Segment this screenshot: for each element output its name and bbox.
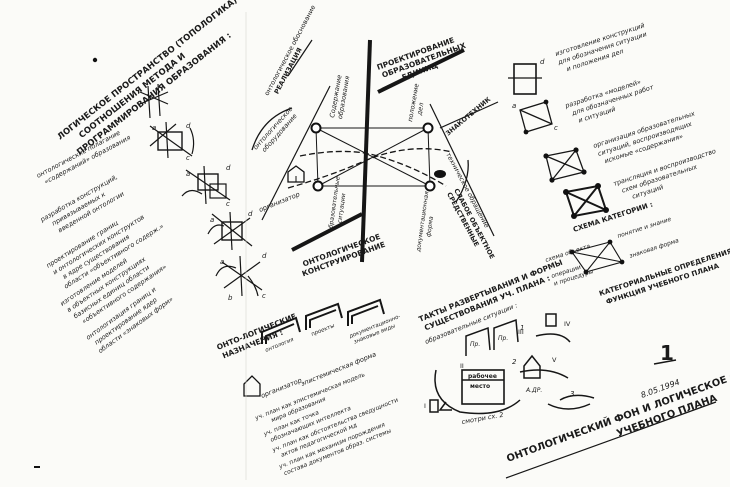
cat-node-c (619, 259, 625, 265)
right-node-3b (573, 147, 579, 153)
left-row-4-glyph (207, 211, 253, 251)
right-row-2: a c разработка «моделей» для обозначенны… (512, 78, 655, 135)
numeral-2: II (460, 362, 464, 370)
footer-title-block: 1 ОНТОЛОГИЧЕСКИЙ ФОН И ЛОГИЧЕСКОЕ СТРОЕН… (505, 341, 730, 479)
axis-thin-right-top (439, 101, 499, 129)
onto-organizer: организатор (260, 376, 303, 400)
label-c-4: c (262, 292, 266, 300)
axis-thin-top (287, 39, 313, 77)
sheet-mark-underline (653, 359, 677, 365)
dashed-wave (287, 148, 453, 189)
label-career-2: дел (415, 102, 425, 117)
right-node-4b (595, 183, 601, 189)
deploy-frames (429, 313, 595, 415)
label-c-2: c (226, 200, 230, 208)
node-situations (312, 180, 324, 192)
num-1: 1 (520, 324, 524, 332)
curve-right (455, 159, 469, 203)
right-node-4c (603, 207, 609, 213)
onto-logical-block: ОНТО-ЛОГИЧЕСКИЕ НАЗНАЧЕНИЯ : онтология п… (215, 298, 401, 477)
right-node-4a (563, 189, 569, 195)
label-a-4: a (220, 258, 224, 266)
right-node-4d (571, 213, 577, 219)
right-row-3-glyph (545, 149, 585, 181)
label-organizer: организатор (258, 190, 301, 214)
right-row-2-glyph (519, 101, 553, 133)
numeral-5: V (552, 356, 557, 364)
label-a-3: a (210, 216, 214, 224)
box-label-pr-2: Пр. (498, 335, 508, 342)
dashed-wave-2 (299, 150, 447, 187)
sheet-mark: 1 (660, 341, 674, 365)
node-career (422, 122, 434, 134)
numeral-3: III (518, 328, 524, 336)
label-ad: А.ДР. (525, 387, 542, 394)
node-doc (424, 180, 436, 192)
right-node-3c (581, 169, 587, 175)
left-panel-title: ЛОГИЧЕСКОЕ ПРОСТРАНСТВО (ТОПОЛОГИКА) СОО… (56, 0, 240, 158)
right-label-c-2: c (554, 124, 558, 132)
node-content (310, 122, 322, 134)
cat-node-b (607, 239, 613, 245)
label-d-1: d (186, 122, 191, 130)
label-b-4: b (228, 294, 233, 302)
left-row-2-glyph (149, 121, 195, 159)
axis-bottom-left (291, 212, 363, 252)
label-d-3: d (248, 210, 253, 218)
right-node-3a (543, 153, 549, 159)
label-c-1: c (186, 154, 190, 162)
right-node-2a (543, 99, 549, 105)
label-knowledge: ЗНАКОТЕХНИК (444, 95, 493, 138)
left-title-line-1: ЛОГИЧЕСКОЕ ПРОСТРАНСТВО (ТОПОЛОГИКА) (56, 0, 240, 142)
onto-box-2: проекты (311, 323, 337, 338)
label-d-4: d (262, 252, 267, 260)
edge-mark (34, 466, 40, 468)
axis-thin-left (261, 85, 331, 221)
right-label-d-1: d (540, 58, 545, 66)
work-place: рабочее (468, 373, 497, 380)
box-label-pr-1: Пр. (470, 341, 480, 348)
curve-left (251, 107, 293, 151)
axis-top-right (377, 48, 465, 94)
num-2: 2 (512, 358, 517, 366)
label-a-1: a (152, 124, 156, 132)
left-row-3-glyph (181, 165, 231, 205)
onto-notes: уч. план как эпистемическая модель мира … (253, 371, 399, 477)
deploy-title-2: СУЩЕСТВОВАНИЯ УЧ. ПЛАНА : (423, 274, 551, 333)
right-node-3d (549, 177, 555, 183)
center-diag-2 (317, 127, 429, 187)
axis-top-left-label: онтологическое обоснование (263, 4, 318, 97)
cat-label-2: знаковая форма (628, 237, 680, 260)
onto-frames (261, 298, 385, 344)
label-d-2: d (226, 164, 231, 172)
footer-underline (505, 401, 717, 479)
label-situations-2: ситуации (336, 193, 347, 224)
right-label-a-2: a (512, 102, 516, 110)
left-row-1-line-1: онтологические полагание (35, 129, 121, 180)
ellipse-marker (434, 170, 446, 178)
axis-thin-right (429, 103, 495, 237)
onto-house-icon (243, 375, 261, 397)
dot-mark (92, 57, 98, 63)
right-row-1-glyph (508, 63, 542, 95)
left-row-1-glyph (139, 83, 169, 119)
num-3: 3 (570, 390, 574, 398)
label-a-2: a (186, 170, 190, 178)
label-doc-2: форма (425, 216, 435, 238)
numeral-1: I (424, 402, 426, 410)
left-row-5-glyph (215, 255, 263, 297)
right-node-2b (523, 129, 529, 135)
axis-vertical (360, 39, 372, 263)
organizer-icon (287, 165, 305, 183)
cat-label-1: понятие и знание (616, 216, 672, 240)
work-place-2: место (470, 383, 490, 390)
cat-node-a (569, 249, 575, 255)
right-row-4-glyph (564, 184, 608, 218)
center-cross (251, 39, 499, 263)
numeral-4: IV (564, 320, 571, 328)
cat-node-d (583, 269, 589, 275)
